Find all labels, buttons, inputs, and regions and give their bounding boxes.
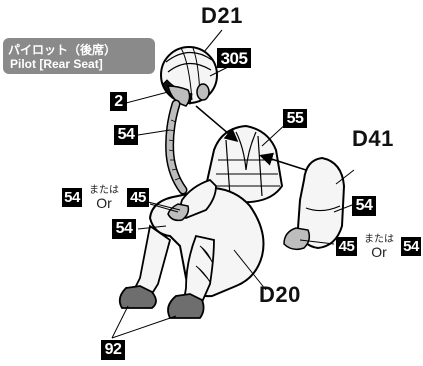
arm-arrow (259, 152, 307, 171)
alt-right-jp: または (364, 234, 394, 245)
pilot-lower-body (118, 178, 265, 319)
title-jp: パイロット（後席） (8, 43, 117, 57)
color-code-badge: 45 (336, 237, 357, 256)
color-code-badge: 92 (101, 340, 125, 360)
alt-left-jp: または (89, 185, 119, 196)
helmet-arrow (195, 105, 239, 142)
color-code-badge: 45 (127, 188, 149, 207)
alt-left-en: Or (96, 195, 112, 211)
alt-right-en: Or (371, 244, 387, 260)
color-code-badge: 305 (217, 48, 251, 68)
color-code-badge: 54 (114, 125, 138, 145)
title-box: パイロット（後席） Pilot [Rear Seat] (3, 38, 155, 74)
color-code-badge: 55 (283, 109, 307, 128)
color-code-badge: 54 (62, 188, 82, 207)
color-code-badge: 2 (110, 92, 127, 111)
part-d21-label: D21 (201, 3, 243, 28)
alternative-text-right: または Or (359, 234, 399, 260)
part-d41-label: D41 (352, 126, 394, 151)
color-code-badge: 54 (401, 237, 421, 256)
alternative-text-left: または Or (84, 185, 124, 211)
color-code-badge: 54 (112, 219, 136, 239)
oxygen-hose (165, 99, 188, 195)
part-d20-label: D20 (259, 282, 301, 307)
helmet-part (160, 46, 218, 107)
right-arm-part (283, 156, 346, 251)
title-en: Pilot [Rear Seat] (10, 57, 103, 71)
color-code-badge: 54 (352, 196, 376, 216)
